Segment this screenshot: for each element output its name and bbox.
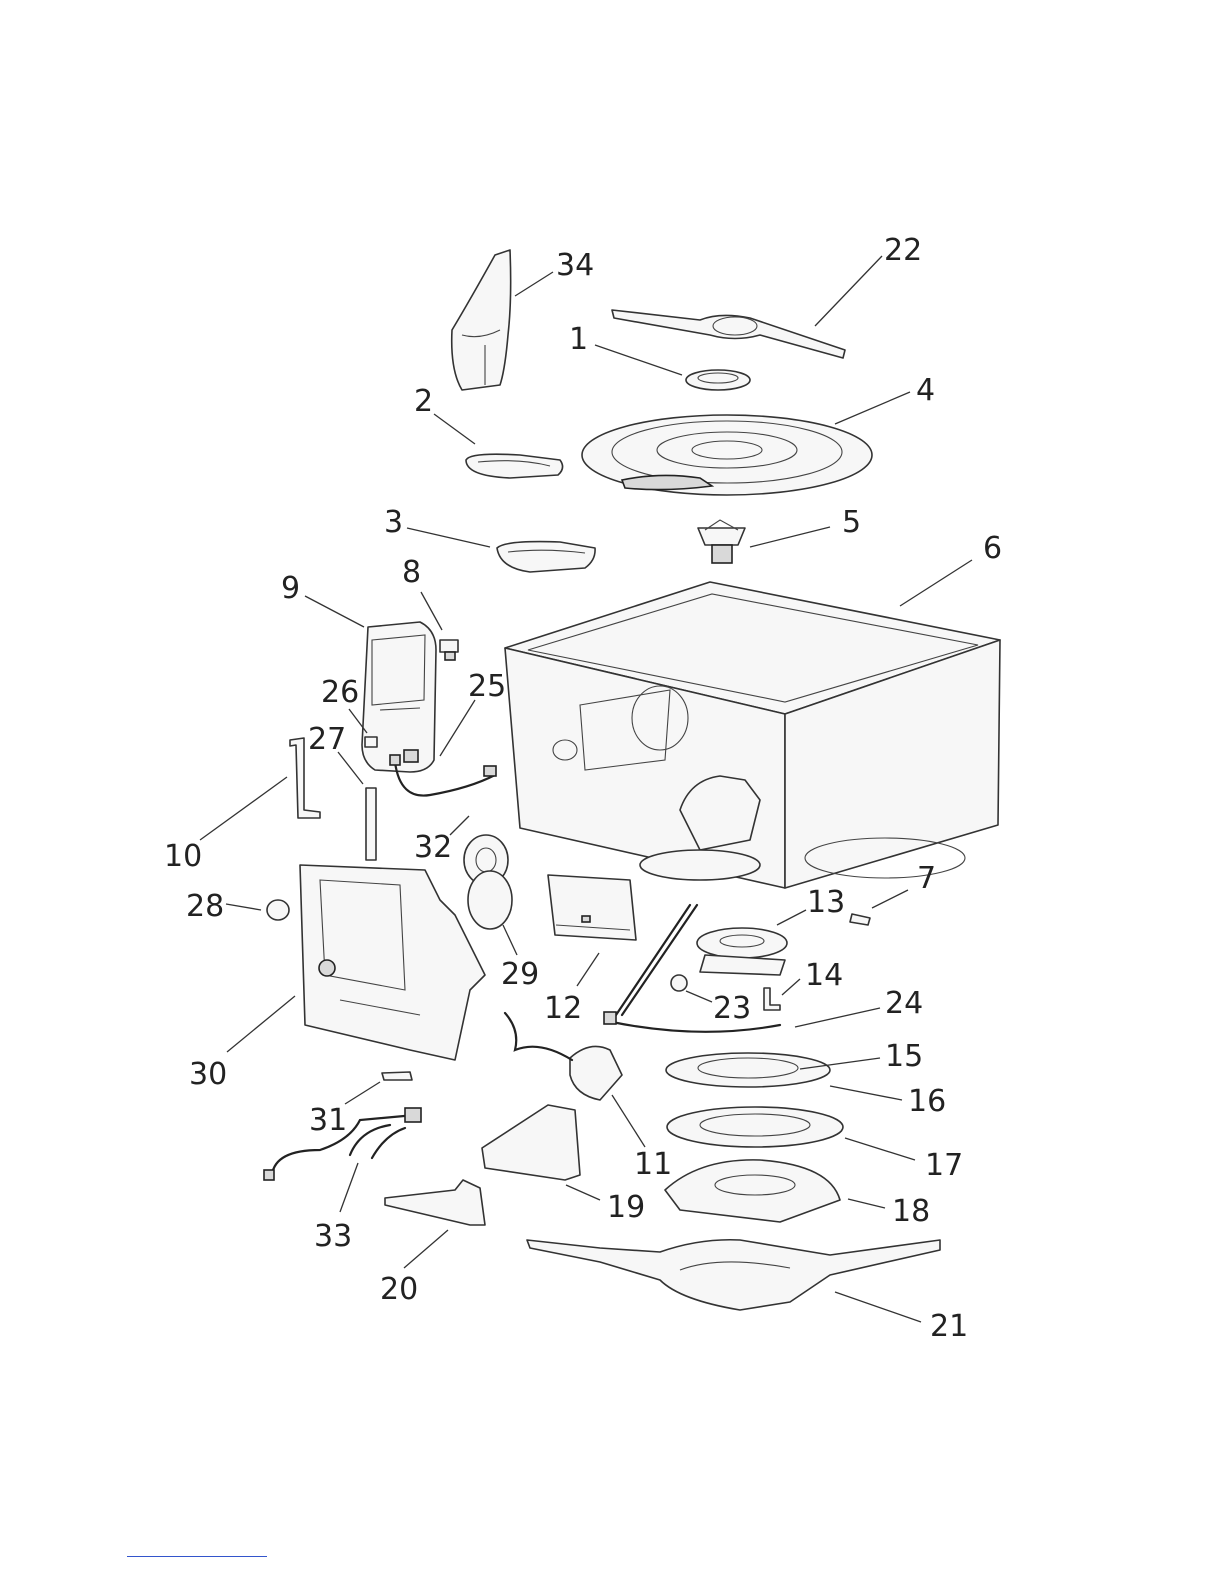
callout-16: 16 <box>908 1084 946 1119</box>
leader-30 <box>227 996 295 1052</box>
leader-4 <box>835 392 910 424</box>
leader-33 <box>340 1163 358 1212</box>
part-28-o-ring <box>267 900 289 920</box>
part-11-blower <box>505 1013 622 1100</box>
callout-13: 13 <box>807 885 845 920</box>
callout-14: 14 <box>805 958 843 993</box>
leader-17 <box>845 1138 915 1160</box>
part-13-heater-base <box>697 928 787 975</box>
part-5-spray-hub <box>698 520 745 563</box>
callout-4: 4 <box>916 373 935 408</box>
part-19-duct <box>482 1105 580 1180</box>
callout-10: 10 <box>164 839 202 874</box>
callout-25: 25 <box>468 669 506 704</box>
callout-5: 5 <box>842 505 861 540</box>
part-6-tub <box>505 582 1000 888</box>
leader-7 <box>872 890 908 908</box>
callout-32: 32 <box>414 830 452 865</box>
part-26-clip <box>365 737 377 747</box>
part-27-tube <box>366 788 376 860</box>
callout-1: 1 <box>569 322 588 357</box>
leader-1 <box>595 345 682 375</box>
callout-6: 6 <box>983 531 1002 566</box>
leader-20 <box>404 1230 448 1268</box>
callout-30: 30 <box>189 1057 227 1092</box>
callout-22: 22 <box>884 233 922 268</box>
leader-3 <box>407 528 490 547</box>
leader-2 <box>434 414 475 444</box>
leader-25 <box>440 700 475 756</box>
callout-26: 26 <box>321 675 359 710</box>
callout-9: 9 <box>281 571 300 606</box>
callout-34: 34 <box>556 248 594 283</box>
part-9-control-module <box>362 622 436 772</box>
leader-24 <box>795 1008 880 1027</box>
part-17-filter-ring <box>667 1107 843 1147</box>
callout-27: 27 <box>308 722 346 757</box>
callout-24: 24 <box>885 986 923 1021</box>
part-7-screw <box>850 914 870 925</box>
leader-29 <box>503 925 517 955</box>
part-31-clip <box>382 1072 412 1080</box>
leader-34 <box>515 272 553 296</box>
leader-19 <box>566 1185 600 1200</box>
part-8-plug <box>440 640 458 660</box>
leader-14 <box>782 979 800 995</box>
leader-13 <box>777 910 806 925</box>
leader-18 <box>848 1199 885 1208</box>
part-30-duct-assembly <box>300 865 485 1060</box>
callout-23: 23 <box>713 991 751 1026</box>
leader-32 <box>450 816 469 835</box>
part-21-base-pan <box>527 1240 940 1310</box>
callout-2: 2 <box>414 384 433 419</box>
leader-16 <box>830 1086 902 1100</box>
part-3-filter-cup <box>497 542 595 572</box>
leader-23 <box>686 991 712 1002</box>
part-1-ring <box>686 370 750 390</box>
callout-12: 12 <box>544 991 582 1026</box>
footer-rule <box>127 1556 267 1557</box>
part-18-base-plate <box>665 1160 840 1222</box>
leader-21 <box>835 1292 921 1322</box>
callout-8: 8 <box>402 555 421 590</box>
callout-3: 3 <box>384 505 403 540</box>
callout-33: 33 <box>314 1219 352 1254</box>
leader-22 <box>815 256 882 326</box>
leader-12 <box>577 953 599 986</box>
callout-11: 11 <box>634 1147 672 1182</box>
part-2-gasket <box>466 454 563 478</box>
leader-9 <box>305 596 364 627</box>
part-12-control-board <box>548 875 636 940</box>
callout-29: 29 <box>501 957 539 992</box>
part-20-bracket <box>385 1180 485 1225</box>
callout-19: 19 <box>607 1190 645 1225</box>
leader-28 <box>226 904 261 910</box>
leader-11 <box>612 1095 645 1147</box>
leader-5 <box>750 527 830 547</box>
callout-18: 18 <box>892 1194 930 1229</box>
part-23-grommet <box>671 975 687 991</box>
part-22-spray-arm <box>612 310 845 358</box>
part-14-pin <box>764 988 780 1010</box>
leader-6 <box>900 560 972 606</box>
callout-21: 21 <box>930 1309 968 1344</box>
part-29-o-ring <box>468 871 512 929</box>
part-4-filter-plate <box>582 415 872 495</box>
leader-31 <box>345 1082 380 1104</box>
leader-10 <box>200 777 287 840</box>
callout-20: 20 <box>380 1272 418 1307</box>
callout-28: 28 <box>186 889 224 924</box>
part-34-funnel <box>452 250 511 390</box>
callout-15: 15 <box>885 1039 923 1074</box>
callout-7: 7 <box>917 861 936 896</box>
callout-17: 17 <box>925 1148 963 1183</box>
callout-31: 31 <box>309 1103 347 1138</box>
